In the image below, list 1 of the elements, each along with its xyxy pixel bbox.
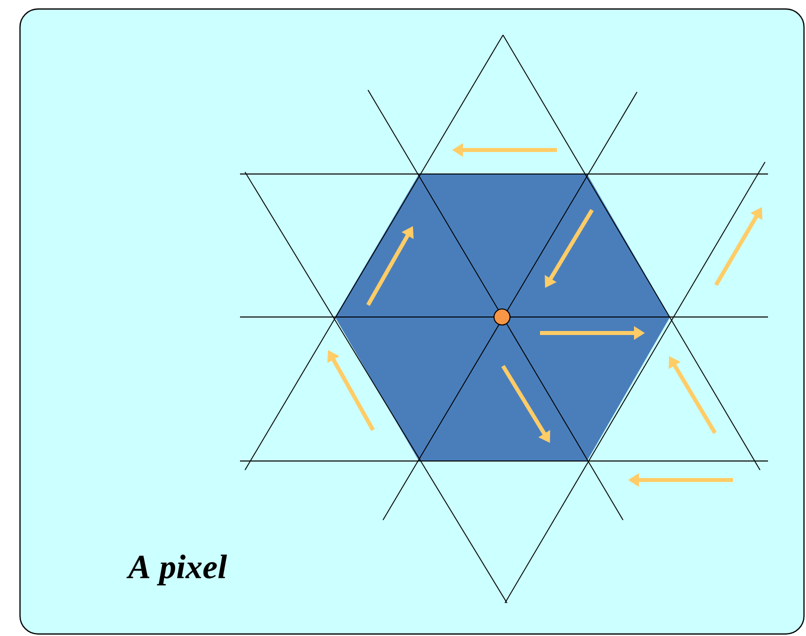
caption-text: A pixel: [126, 554, 227, 586]
